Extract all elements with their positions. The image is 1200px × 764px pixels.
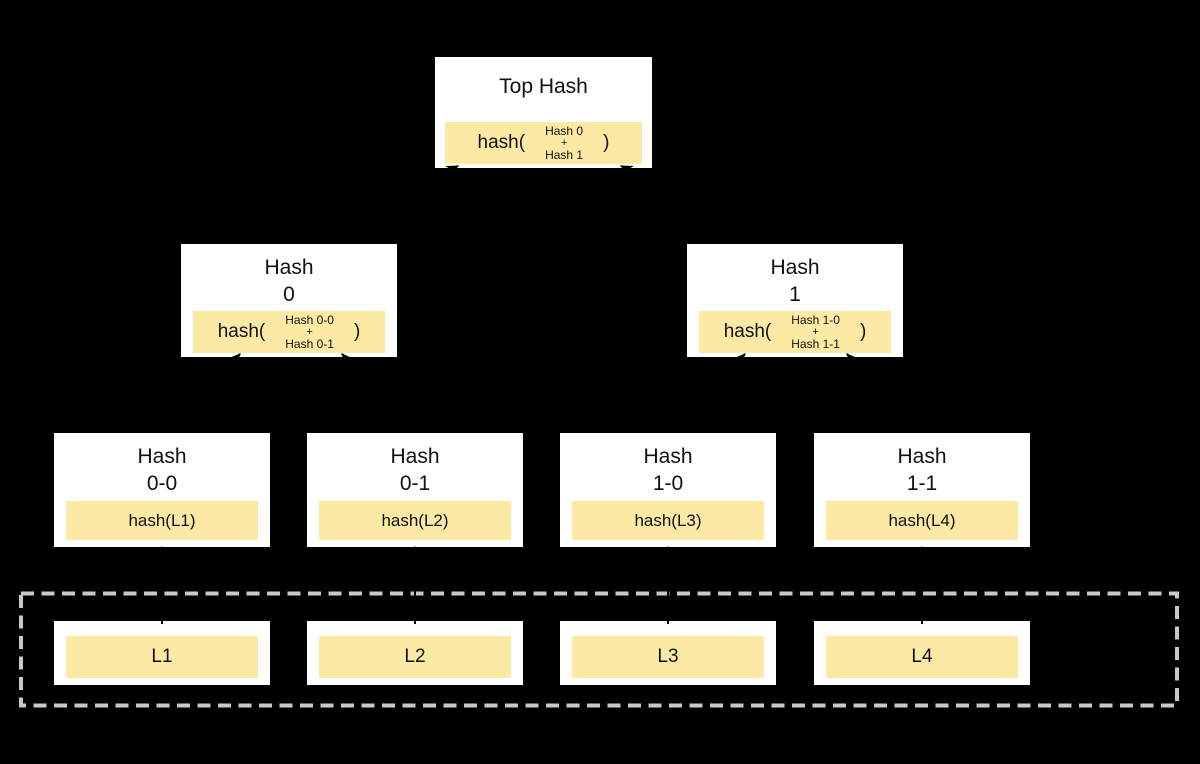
data-block-l2: L2 [305, 619, 525, 687]
hash-open-paren: hash( [477, 132, 526, 153]
top-hash-title: Top Hash [499, 75, 588, 98]
hash-0-0-node: Hash 0-0 hash(L1) [52, 431, 272, 549]
hash-1-title: Hash 1 [770, 256, 820, 306]
hash-0-0-title: Hash 0-0 [137, 445, 187, 495]
hash-1-0-title: Hash 1-0 [643, 445, 693, 495]
arrow-hash-0-1-to-hash-0 [341, 353, 416, 432]
hash-0-title: Hash 0 [264, 256, 314, 306]
data-block-l4: L4 [812, 619, 1032, 687]
hash-1-1-title: Hash 1-1 [897, 445, 947, 495]
hash-close-paren: ) [353, 321, 361, 342]
plus-sign: + [560, 136, 568, 149]
arrow-hash-0-0-to-hash-0 [161, 353, 241, 432]
hash-0-1-node: Hash 0-1 hash(L2) [305, 431, 525, 549]
hash-1-value-box: hash( Hash 1-0 + Hash 1-1 ) [699, 311, 891, 353]
data-block-l1: L1 [52, 619, 272, 687]
hash-0-1-value-box: hash(L2) [319, 501, 511, 540]
hash-1-1-value-box: hash(L4) [826, 501, 1018, 540]
arrow-hash-1-to-top-hash [619, 165, 796, 243]
hash-close-paren: ) [859, 321, 867, 342]
hash-1-0-value-box: hash(L3) [572, 501, 764, 540]
top-hash-node: Top Hash hash( Hash 0 + Hash 1 ) [433, 55, 654, 170]
l1-label-box: L1 [66, 636, 258, 678]
hash-arguments: Hash 1-0 + Hash 1-1 [791, 312, 840, 351]
arrow-hash-0-to-top-hash [288, 165, 460, 243]
hash-open-paren: hash( [217, 321, 266, 342]
hash-0-1-title: Hash 0-1 [390, 445, 440, 495]
hash-1-0-node: Hash 1-0 hash(L3) [558, 431, 778, 549]
data-block-l3: L3 [558, 619, 778, 687]
hash-arguments: Hash 0-0 + Hash 0-1 [285, 312, 334, 351]
plus-sign: + [306, 325, 313, 338]
hash-0-node: Hash 0 hash( Hash 0-0 + Hash 0-1 ) [179, 242, 399, 359]
arrow-hash-1-0-to-hash-1 [667, 353, 746, 432]
hash-0-value-box: hash( Hash 0-0 + Hash 0-1 ) [193, 311, 385, 353]
hash-1-1-node: Hash 1-1 hash(L4) [812, 431, 1032, 549]
l3-label-box: L3 [572, 636, 764, 678]
l4-label-box: L4 [826, 636, 1018, 678]
hash-arguments: Hash 0 + Hash 1 [545, 123, 584, 162]
l2-label-box: L2 [319, 636, 511, 678]
hash-1-node: Hash 1 hash( Hash 1-0 + Hash 1-1 ) [685, 242, 905, 359]
top-hash-value-box: hash( Hash 0 + Hash 1 ) [445, 122, 642, 164]
hash-open-paren: hash( [723, 321, 772, 342]
arrow-hash-1-1-to-hash-1 [846, 353, 923, 432]
hash-0-0-value-box: hash(L1) [66, 501, 258, 540]
hash-close-paren: ) [603, 132, 610, 153]
plus-sign: + [812, 325, 819, 338]
